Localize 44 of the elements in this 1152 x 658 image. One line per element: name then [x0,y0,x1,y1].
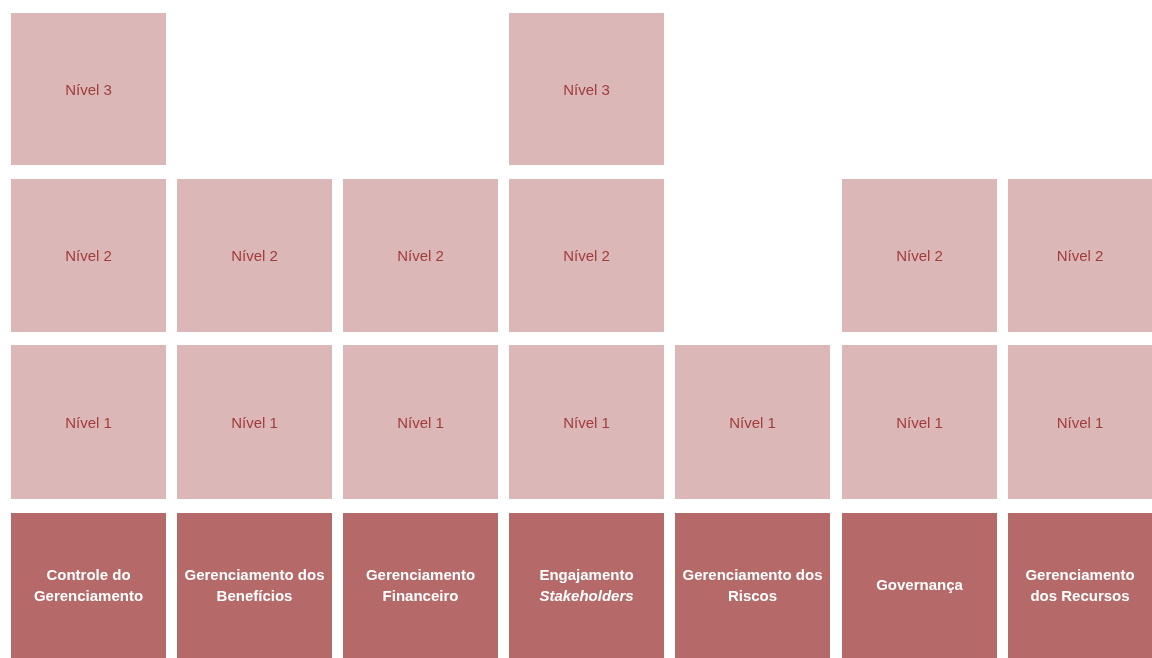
level-box [343,179,498,332]
level-box [1008,345,1152,499]
box-label: Nível 1 [1056,413,1104,431]
category-box [509,513,664,658]
level-box [1008,179,1152,332]
level-box [509,13,664,165]
level-box [11,13,166,165]
category-box [842,513,997,658]
level-box [11,179,166,332]
category-box [675,513,830,658]
box-label: Nível 1 [65,413,112,431]
level-box [675,345,830,499]
box-label: Nível 1 [563,413,610,431]
box-label: Controle do Gerenciamento [32,565,145,606]
level-box [343,345,498,499]
level-box [842,179,997,332]
category-box [1008,513,1152,658]
box-label: Nível 1 [896,413,943,431]
level-box [509,179,664,332]
box-label: Nível 2 [65,247,112,264]
box-label: Nível 1 [729,413,776,431]
box-label: Gerenciamento Financeiro [364,565,477,606]
box-label: Nível 2 [397,247,444,264]
box-label: Nível 2 [563,247,610,264]
level-box [177,345,332,499]
level-box [842,345,997,499]
box-label: Engajamento Stakeholders [538,565,635,606]
box-label: Gerenciamento dos Riscos [681,565,824,606]
level-box [509,345,664,499]
category-box [11,513,166,658]
box-label: Nível 2 [896,247,943,264]
category-box [343,513,498,658]
box-label: Nível 2 [231,247,278,264]
box-label: Nível 2 [1056,247,1104,264]
box-label: Nível 1 [397,413,444,431]
box-label: Governança [876,575,963,596]
box-label: Nível 3 [65,80,112,98]
box-label: Gerenciamento dos Benefícios [183,565,326,606]
level-box [11,345,166,499]
box-label: Gerenciamento dos Recursos [1024,565,1136,606]
box-label: Nível 3 [563,80,610,98]
category-box [177,513,332,658]
box-label: Nível 1 [231,413,278,431]
level-box [177,179,332,332]
